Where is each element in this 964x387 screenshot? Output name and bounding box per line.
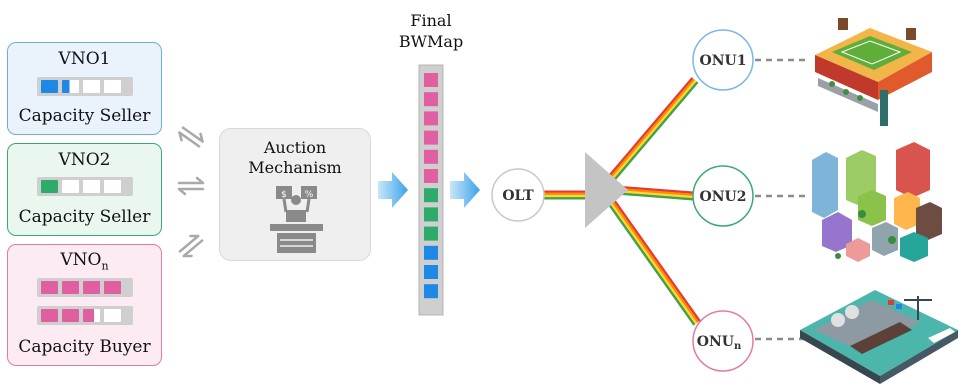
fiber-strand	[614, 192, 693, 201]
vnon-role: Capacity Buyer	[18, 337, 151, 357]
vnon-slot-partial	[83, 309, 100, 322]
vno1-title: VNO1	[58, 49, 111, 69]
fiber-strand	[611, 197, 701, 322]
vno2-slot-free	[62, 180, 79, 193]
vnon-slot-free	[104, 309, 121, 322]
vnon-slot-used	[62, 281, 79, 294]
vnon-box: VNOn Capacity Buyer	[7, 244, 162, 366]
vnon-slot-used	[83, 281, 100, 294]
bwmap-slot	[424, 111, 438, 126]
fiber-strand	[606, 201, 696, 326]
fiber-strand	[606, 77, 694, 179]
bwmap-slot	[424, 265, 438, 279]
svg-text:$: $	[281, 190, 287, 200]
vnon-slot-used	[41, 281, 58, 294]
onun-label-main: ONU	[697, 334, 734, 350]
vno1-slot-free	[83, 80, 100, 93]
dashed-connectors	[755, 58, 808, 341]
vnon-slot-used	[62, 309, 79, 322]
vnon-title: VNOn	[8, 250, 161, 272]
bwmap-slot	[424, 284, 438, 299]
fiber-lines	[544, 77, 701, 326]
bwmap-slot	[424, 73, 438, 87]
vno1-slot-partial	[62, 80, 79, 93]
vno2-slot-used	[41, 180, 58, 193]
onu2-node: ONU2	[692, 165, 754, 227]
final-bwmap-label: Final BWMap	[376, 10, 486, 52]
vno1-role: Capacity Seller	[18, 106, 151, 126]
olt-label: OLT	[502, 188, 534, 204]
onun-label-sub: n	[734, 341, 742, 352]
bwmap-slot	[424, 149, 438, 164]
vno1-slot-used	[41, 80, 58, 93]
fiber-strand	[608, 78, 696, 181]
auction-label-line1: Auction	[263, 138, 327, 157]
onun-node: ONUn	[692, 310, 754, 372]
flow-arrow-icon	[450, 172, 480, 208]
bwmap-slot	[424, 130, 438, 145]
fiber-strand	[615, 185, 694, 194]
vno2-slot-free	[83, 180, 100, 193]
vno1-slot-free	[104, 80, 121, 93]
vno2-role: Capacity Seller	[18, 207, 151, 227]
vno1-box: VNO1 Capacity Seller	[7, 42, 162, 135]
fiber-strand	[609, 198, 699, 324]
flow-arrow-icon	[378, 172, 408, 208]
vnon-slot-used	[41, 309, 58, 322]
olt-node: OLT	[491, 168, 545, 222]
auctioneer-icon: $ %	[270, 186, 323, 253]
bwmap-slot	[424, 169, 438, 183]
stadium-illustration	[815, 18, 932, 126]
vnon-slot-bar-2	[37, 306, 133, 325]
onu1-node: ONU1	[692, 29, 754, 91]
harbor-port-illustration	[800, 290, 958, 384]
onu2-label: ONU2	[700, 189, 747, 205]
vno2-slot-free	[104, 180, 121, 193]
fiber-strand	[608, 199, 698, 325]
vnon-slot-used	[104, 281, 121, 294]
svg-text:%: %	[305, 190, 314, 200]
final-bwmap-column	[418, 64, 444, 316]
auction-label-line2: Mechanism	[248, 158, 342, 177]
bwmap-slot	[424, 207, 438, 222]
bwmap-slot	[424, 226, 438, 241]
bwmap-slot	[424, 188, 438, 203]
vnon-title-main: VNO	[60, 250, 102, 270]
vnon-title-sub: n	[101, 259, 109, 273]
vno1-slot-bar	[37, 77, 133, 96]
final-bwmap-line1: Final	[410, 11, 452, 30]
bwmap-slot	[424, 92, 438, 107]
splitter-triangle	[585, 152, 628, 228]
fiber-strand	[609, 79, 697, 182]
vno2-title: VNO2	[58, 150, 111, 170]
final-bwmap-line2: BWMap	[398, 32, 464, 51]
vno2-box: VNO2 Capacity Seller	[7, 143, 162, 236]
fiber-strand	[611, 81, 699, 183]
bwmap-slot	[424, 245, 438, 260]
fiber-strand	[614, 189, 694, 199]
city-buildings-illustration	[812, 142, 942, 262]
exchange-arrows-icon	[177, 126, 205, 258]
onu1-label: ONU1	[700, 53, 747, 69]
vno2-slot-bar	[37, 177, 133, 196]
fiber-strand	[614, 187, 694, 197]
vnon-slot-bar-1	[37, 278, 133, 297]
onun-label: ONUn	[697, 334, 742, 352]
